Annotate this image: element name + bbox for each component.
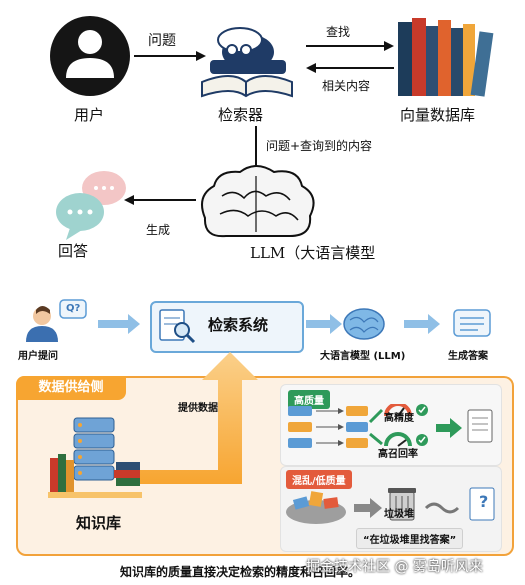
label-user-question: 用户提问 xyxy=(18,351,58,362)
label-search-system: 检索系统 xyxy=(208,316,269,334)
chat-bubbles-icon xyxy=(56,171,126,240)
brain-small-icon xyxy=(343,308,385,340)
brain-icon xyxy=(201,165,315,238)
footer-caption: 知识库的质量直接决定检索的精度和召回率。 xyxy=(120,565,361,579)
label-retriever: 检索器 xyxy=(218,106,264,124)
label-generate: 生成 xyxy=(146,223,171,237)
label-llm: LLM（大语言模型 xyxy=(250,244,376,262)
label-question-plus: 问题+查询到的内容 xyxy=(266,139,373,153)
books-icon xyxy=(398,18,494,97)
label-high-recall: 高召回率 xyxy=(378,449,418,460)
watermark: 掘金技术社区 @ 雾岛听风来 xyxy=(306,559,483,575)
user-icon xyxy=(50,16,130,96)
q-bubble-text: Q? xyxy=(66,303,81,314)
label-question: 问题 xyxy=(148,33,176,49)
doc-magnifier-icon xyxy=(159,309,196,344)
person-icon xyxy=(26,306,58,342)
knowledge-base-icon xyxy=(48,417,142,498)
flow-arrows xyxy=(98,314,440,334)
supply-panel-title: 数据供给侧 xyxy=(16,376,126,400)
low-quality-visual xyxy=(286,487,495,524)
label-user: 用户 xyxy=(74,106,105,124)
label-answer: 回答 xyxy=(58,242,89,260)
answer-doc-icon xyxy=(453,309,491,337)
bottom-flow xyxy=(26,299,491,342)
q-bubble xyxy=(59,299,87,319)
label-trash: 垃圾堆 xyxy=(384,509,414,520)
retriever-icon xyxy=(201,27,293,98)
label-search: 查找 xyxy=(326,25,351,39)
high-quality-tag: 高质量 xyxy=(288,390,330,409)
label-llm-bottom: 大语言模型 (LLM) xyxy=(320,351,406,362)
question-mark-icon: ? xyxy=(479,492,489,511)
low-quality-tag: 混乱/低质量 xyxy=(286,470,352,489)
label-gen-answer: 生成答案 xyxy=(448,351,488,362)
label-related: 相关内容 xyxy=(322,79,371,93)
high-quality-visual xyxy=(288,404,493,448)
label-vectordb: 向量数据库 xyxy=(400,106,476,124)
trash-quote: “在垃圾堆里找答案” xyxy=(356,528,464,549)
provide-data-arrow xyxy=(122,352,258,484)
label-high-precision: 高精度 xyxy=(384,413,414,424)
label-provide-data: 提供数据 xyxy=(178,403,218,414)
label-kb: 知识库 xyxy=(76,514,122,532)
top-diagram xyxy=(50,16,494,240)
